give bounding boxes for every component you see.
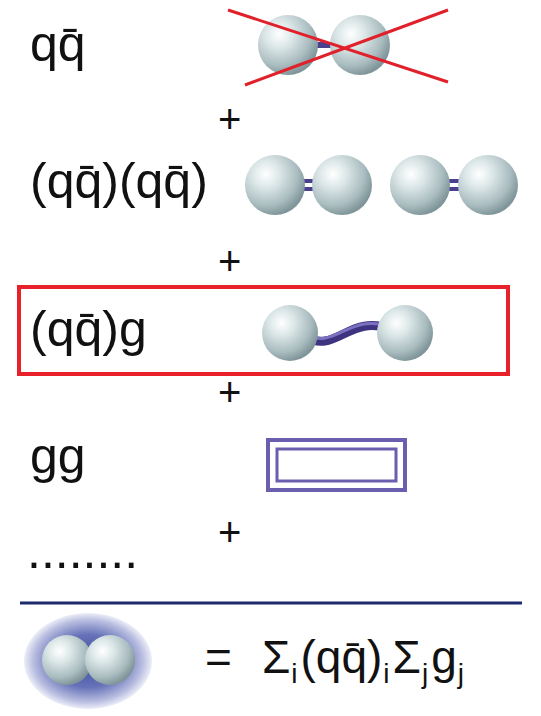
glueball-outer xyxy=(268,440,405,490)
formula-term: Σ xyxy=(262,634,290,680)
hybrid-figure xyxy=(262,305,433,361)
quark-ball xyxy=(377,305,433,361)
quark-ball xyxy=(312,155,372,215)
highlight-box: (qq̄)g xyxy=(17,285,510,376)
term-label: (qq̄)g xyxy=(30,304,147,354)
plus-sign: + xyxy=(218,372,241,412)
glueball-figure xyxy=(268,440,405,490)
cross-line xyxy=(245,10,448,85)
formula-term: Σ xyxy=(393,634,421,680)
term-label: (qq̄)(qq̄) xyxy=(30,156,208,206)
glueball-inner xyxy=(277,449,396,481)
quark-ball xyxy=(458,155,518,215)
formula-term: g xyxy=(431,634,457,680)
divider-line xyxy=(20,602,522,605)
subscript-index: i xyxy=(383,660,389,688)
molecule-figure xyxy=(245,155,518,215)
equals-sign: = xyxy=(205,634,232,680)
subscript-index: i xyxy=(291,660,297,688)
plus-sign: + xyxy=(218,241,241,281)
quark-ball xyxy=(262,305,318,361)
quark-ball xyxy=(390,155,450,215)
subscript-index: j xyxy=(458,660,464,688)
quark-ball xyxy=(85,635,135,685)
quark-ball xyxy=(245,155,305,215)
physical-meson-figure xyxy=(24,613,152,709)
glow-blob xyxy=(24,613,152,709)
subscript-index: j xyxy=(422,660,428,688)
formula-term: (qq̄) xyxy=(301,634,383,680)
ellipsis-label: ........ xyxy=(27,526,138,576)
plus-sign: + xyxy=(218,99,241,139)
formula-line: =Σi(qq̄)iΣjgj xyxy=(205,634,467,680)
term-label: qq̄ xyxy=(30,19,86,69)
plus-sign: + xyxy=(218,512,241,552)
quark-ball xyxy=(42,635,92,685)
meson-figure xyxy=(228,10,448,85)
term-label: gg xyxy=(30,431,86,481)
